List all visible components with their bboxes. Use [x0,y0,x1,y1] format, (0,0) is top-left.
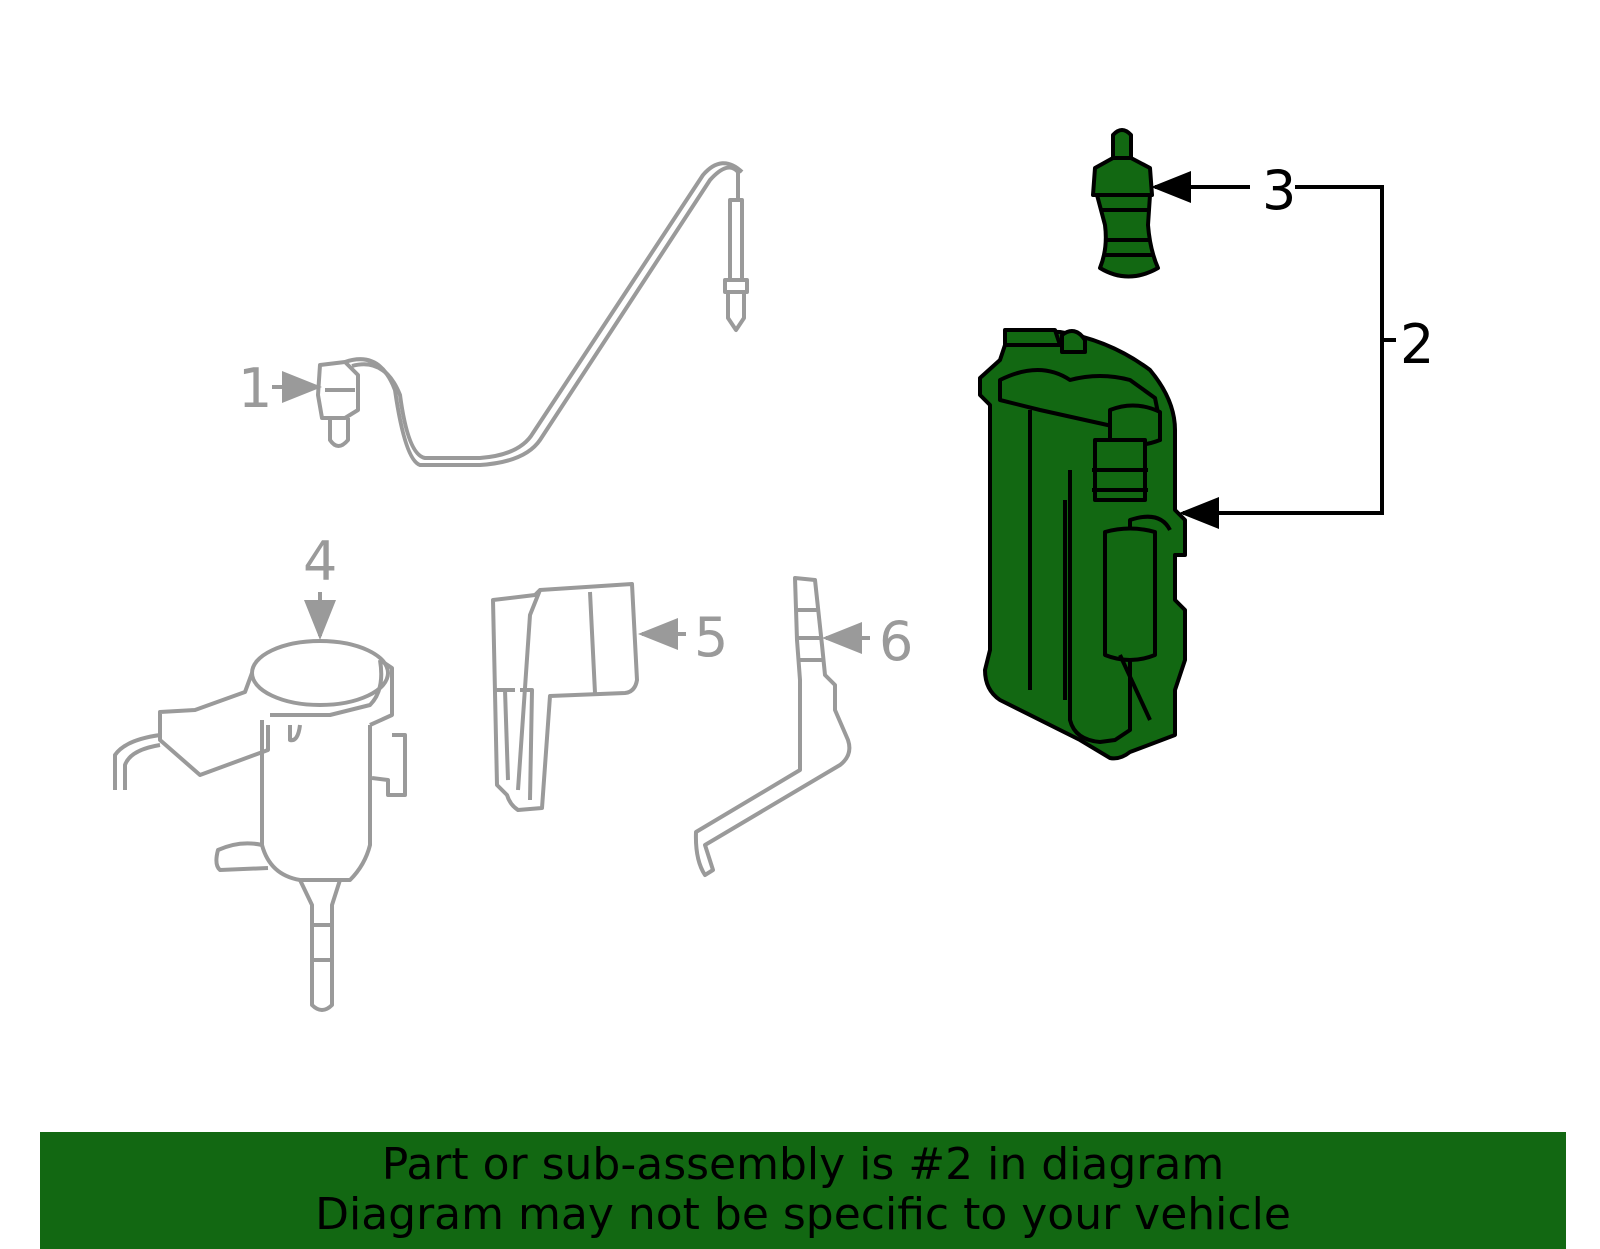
banner-line-1: Part or sub-assembly is #2 in diagram [381,1139,1225,1190]
part-3-purge-valve[interactable] [1091,128,1160,279]
callout-3: 3 [1262,159,1296,222]
banner-line-2: Diagram may not be specific to your vehi… [315,1189,1291,1240]
part-2-vapor-canister[interactable] [978,328,1187,761]
callout-4: 4 [303,530,337,593]
part-1-oxygen-sensor[interactable] [316,161,749,467]
callout-2: 2 [1400,313,1434,376]
group-bracket [1179,185,1384,529]
part-6-support-bracket[interactable] [693,576,852,877]
part-4-fuel-filter-housing[interactable] [113,639,407,1012]
part-5-mounting-bracket[interactable] [491,582,639,812]
callout-5: 5 [694,606,728,669]
info-banner: Part or sub-assembly is #2 in diagram Di… [40,1132,1566,1249]
callout-1: 1 [238,357,272,420]
callout-6: 6 [879,610,913,673]
